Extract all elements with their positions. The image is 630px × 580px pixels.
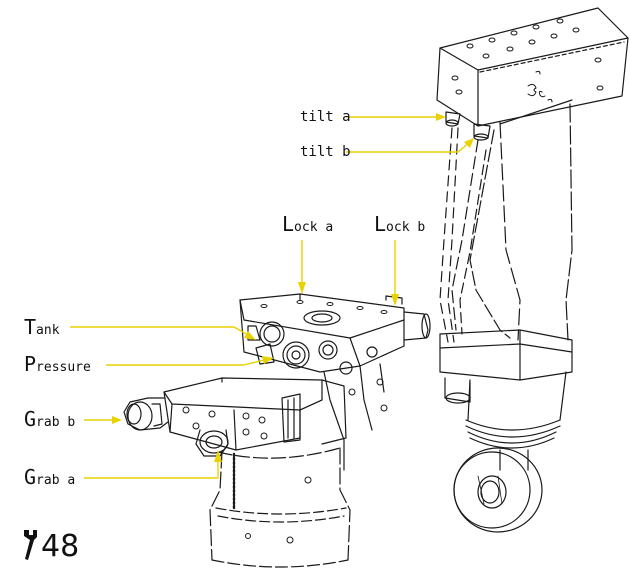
valve-block [239,293,431,471]
arrow-grab-b [112,416,122,424]
leader-pressure [106,359,265,366]
label-lock-b: Lock b [374,214,425,234]
label-lock-a-initial: L [282,212,295,236]
leader-grab-a [84,462,219,479]
label-pressure-rest: ressure [36,360,91,375]
label-grab-a-rest: rab a [36,473,76,488]
label-tank: Tank [24,317,60,337]
label-lock-a-rest: ock a [294,220,334,235]
arrow-tank [244,331,256,340]
grab-block-and-rotator [123,377,351,568]
arrow-lock-b [391,294,399,306]
label-lock-b-initial: L [374,212,387,236]
leader-tank [70,326,251,337]
arrow-grab-a [214,450,222,462]
label-tank-rest: ank [36,323,60,338]
label-tank-initial: T [24,315,37,339]
arrow-lock-a [298,282,306,294]
label-grab-a: Grab a [24,467,75,487]
torque-value: 48 [22,528,79,562]
arrow-pressure [262,356,274,364]
label-pressure-initial: P [24,352,37,376]
label-grab-b-initial: G [24,407,37,431]
label-lock-b-rest: ock b [386,220,426,235]
tilt-cylinder [436,7,629,533]
label-grab-b-rest: rab b [36,415,76,430]
torque-number: 48 [41,529,80,564]
label-pressure: Pressure [24,354,91,374]
wrench-icon [24,530,37,560]
label-tilt-b: tilt b [300,144,351,160]
leader-lines [70,113,474,479]
label-grab-b: Grab b [24,409,75,429]
arrow-tilt-a [436,113,446,121]
arrow-tilt-b [464,138,474,148]
label-lock-a: Lock a [282,214,333,234]
label-grab-a-initial: G [24,465,37,489]
leader-tilt-b [346,141,471,153]
label-tilt-a: tilt a [300,109,351,125]
